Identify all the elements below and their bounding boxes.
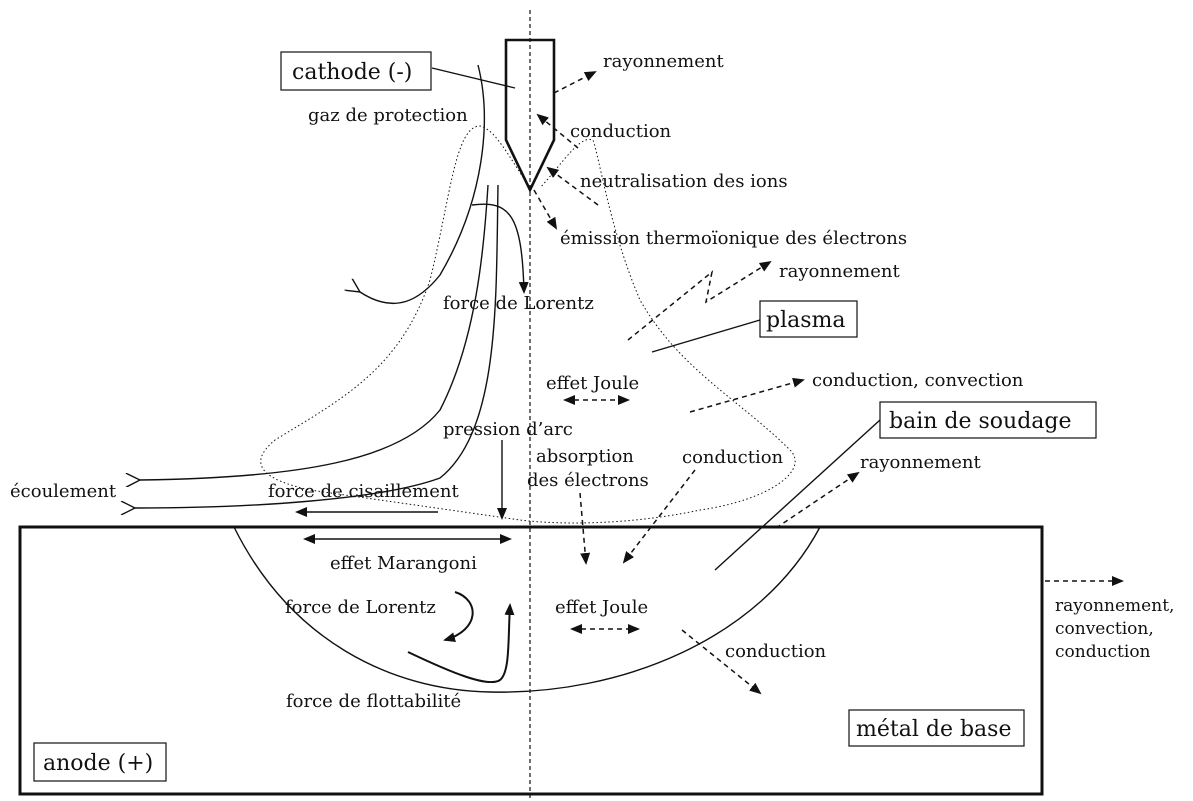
joule-label-bottom: effet Joule [555, 597, 648, 618]
radiation-label-top: rayonnement [603, 51, 724, 72]
radiation-arrow-pool [775, 471, 860, 529]
emission-arrow [533, 189, 558, 230]
weld-pool-box [879, 401, 1097, 439]
gas-flow-curve-outer [360, 64, 485, 305]
conduction-convection-label: conduction, convection [812, 370, 1024, 391]
pressure-label: pression d’arc [443, 419, 573, 440]
anode-box [33, 742, 167, 782]
lorentz-label-bottom: force de Lorentz [285, 597, 436, 618]
conduction-arrow-mid [622, 469, 696, 564]
base-metal-block [18, 525, 1044, 796]
lorentz-arrow-top [471, 203, 529, 294]
shear-label: force de cisaillement [268, 481, 459, 502]
base-metal-label: métal de base [856, 717, 1011, 742]
plasma-label: plasma [766, 308, 846, 333]
gas-label: gaz de protection [308, 105, 468, 126]
weld-pool-boundary [233, 526, 821, 693]
radiation-arrow-cathode [553, 71, 597, 94]
conduction-convection-arrow [689, 377, 805, 413]
neutralisation-arrow [546, 166, 599, 206]
weld-pool-label: bain de soudage [889, 409, 1072, 434]
cathode-box [280, 51, 432, 91]
joule-label-top: effet Joule [546, 373, 639, 394]
radiation-label-mid: rayonnement [779, 261, 900, 282]
external-label-3: conduction [1055, 642, 1151, 662]
cathode-label: cathode (-) [292, 60, 412, 85]
conduction-label-top: conduction [570, 121, 672, 142]
radiation-label-right: rayonnement [860, 452, 981, 473]
neutralisation-label: neutralisation des ions [580, 171, 788, 192]
gas-flow-curve-middle [140, 184, 489, 480]
external-label-2: convection, [1055, 619, 1154, 639]
cathode-electrode [504, 38, 556, 194]
cathode-leader [431, 67, 516, 89]
absorption-arrow [579, 492, 591, 565]
lorentz-label-top: force de Lorentz [443, 293, 594, 314]
external-label-1: rayonnement, [1055, 596, 1174, 616]
plasma-envelope [260, 125, 796, 524]
marangoni-label: effet Marangoni [330, 553, 477, 574]
conduction-label-bottom: conduction [725, 641, 827, 662]
emission-label: émission thermoïonique des électrons [560, 228, 907, 249]
conduction-arrow-bottom [681, 629, 762, 695]
absorption-label-1: absorption [536, 446, 634, 467]
base-metal-box [848, 709, 1025, 747]
anode-label: anode (+) [43, 751, 153, 776]
weld-pool-leader [714, 419, 881, 571]
plasma-box [759, 300, 858, 338]
lorentz-arrow-bottom [443, 591, 474, 643]
plasma-leader [651, 319, 761, 353]
absorption-label-2: des électrons [527, 470, 649, 491]
buoyancy-label: force de flottabilité [286, 691, 461, 712]
flow-label: écoulement [10, 481, 117, 502]
radiation-arrow-plasma [627, 260, 772, 341]
conduction-label-mid: conduction [682, 447, 784, 468]
gas-flow-curve-inner [135, 184, 499, 508]
buoyancy-arrow [407, 603, 515, 684]
